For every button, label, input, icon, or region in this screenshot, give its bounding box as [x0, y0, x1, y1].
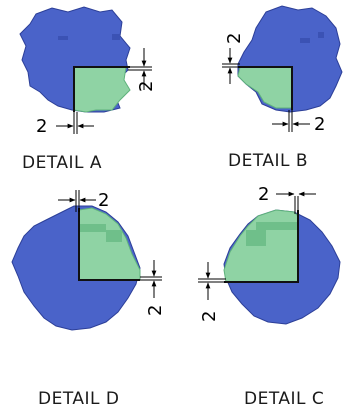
detail-a: 2 2 DETAIL A [19, 6, 157, 173]
detail-a-dim-horizontal: 2 [36, 116, 47, 137]
detail-a-dim-vertical: 2 [136, 81, 157, 92]
detail-a-inlay [73, 66, 131, 113]
detail-c-caption: DETAIL C [244, 389, 324, 409]
detail-a-caption: DETAIL A [22, 153, 102, 173]
detail-b-inlay [237, 66, 293, 109]
detail-b-caption: DETAIL B [228, 151, 308, 171]
detail-d-caption: DETAIL D [38, 389, 120, 409]
detail-b-dim-horizontal: 2 [314, 114, 325, 135]
detail-c-dim-horizontal: 2 [258, 184, 269, 205]
detail-d-dim-vertical: 2 [145, 305, 166, 316]
detail-c-dim-vertical: 2 [199, 311, 220, 322]
detail-d: 2 2 DETAIL D [11, 190, 166, 409]
detail-d-dim-horizontal: 2 [98, 190, 109, 211]
detail-c: 2 2 DETAIL C [198, 184, 341, 409]
detail-b-dim-vertical: 2 [224, 33, 245, 44]
detail-b: 2 2 DETAIL B [222, 5, 343, 171]
